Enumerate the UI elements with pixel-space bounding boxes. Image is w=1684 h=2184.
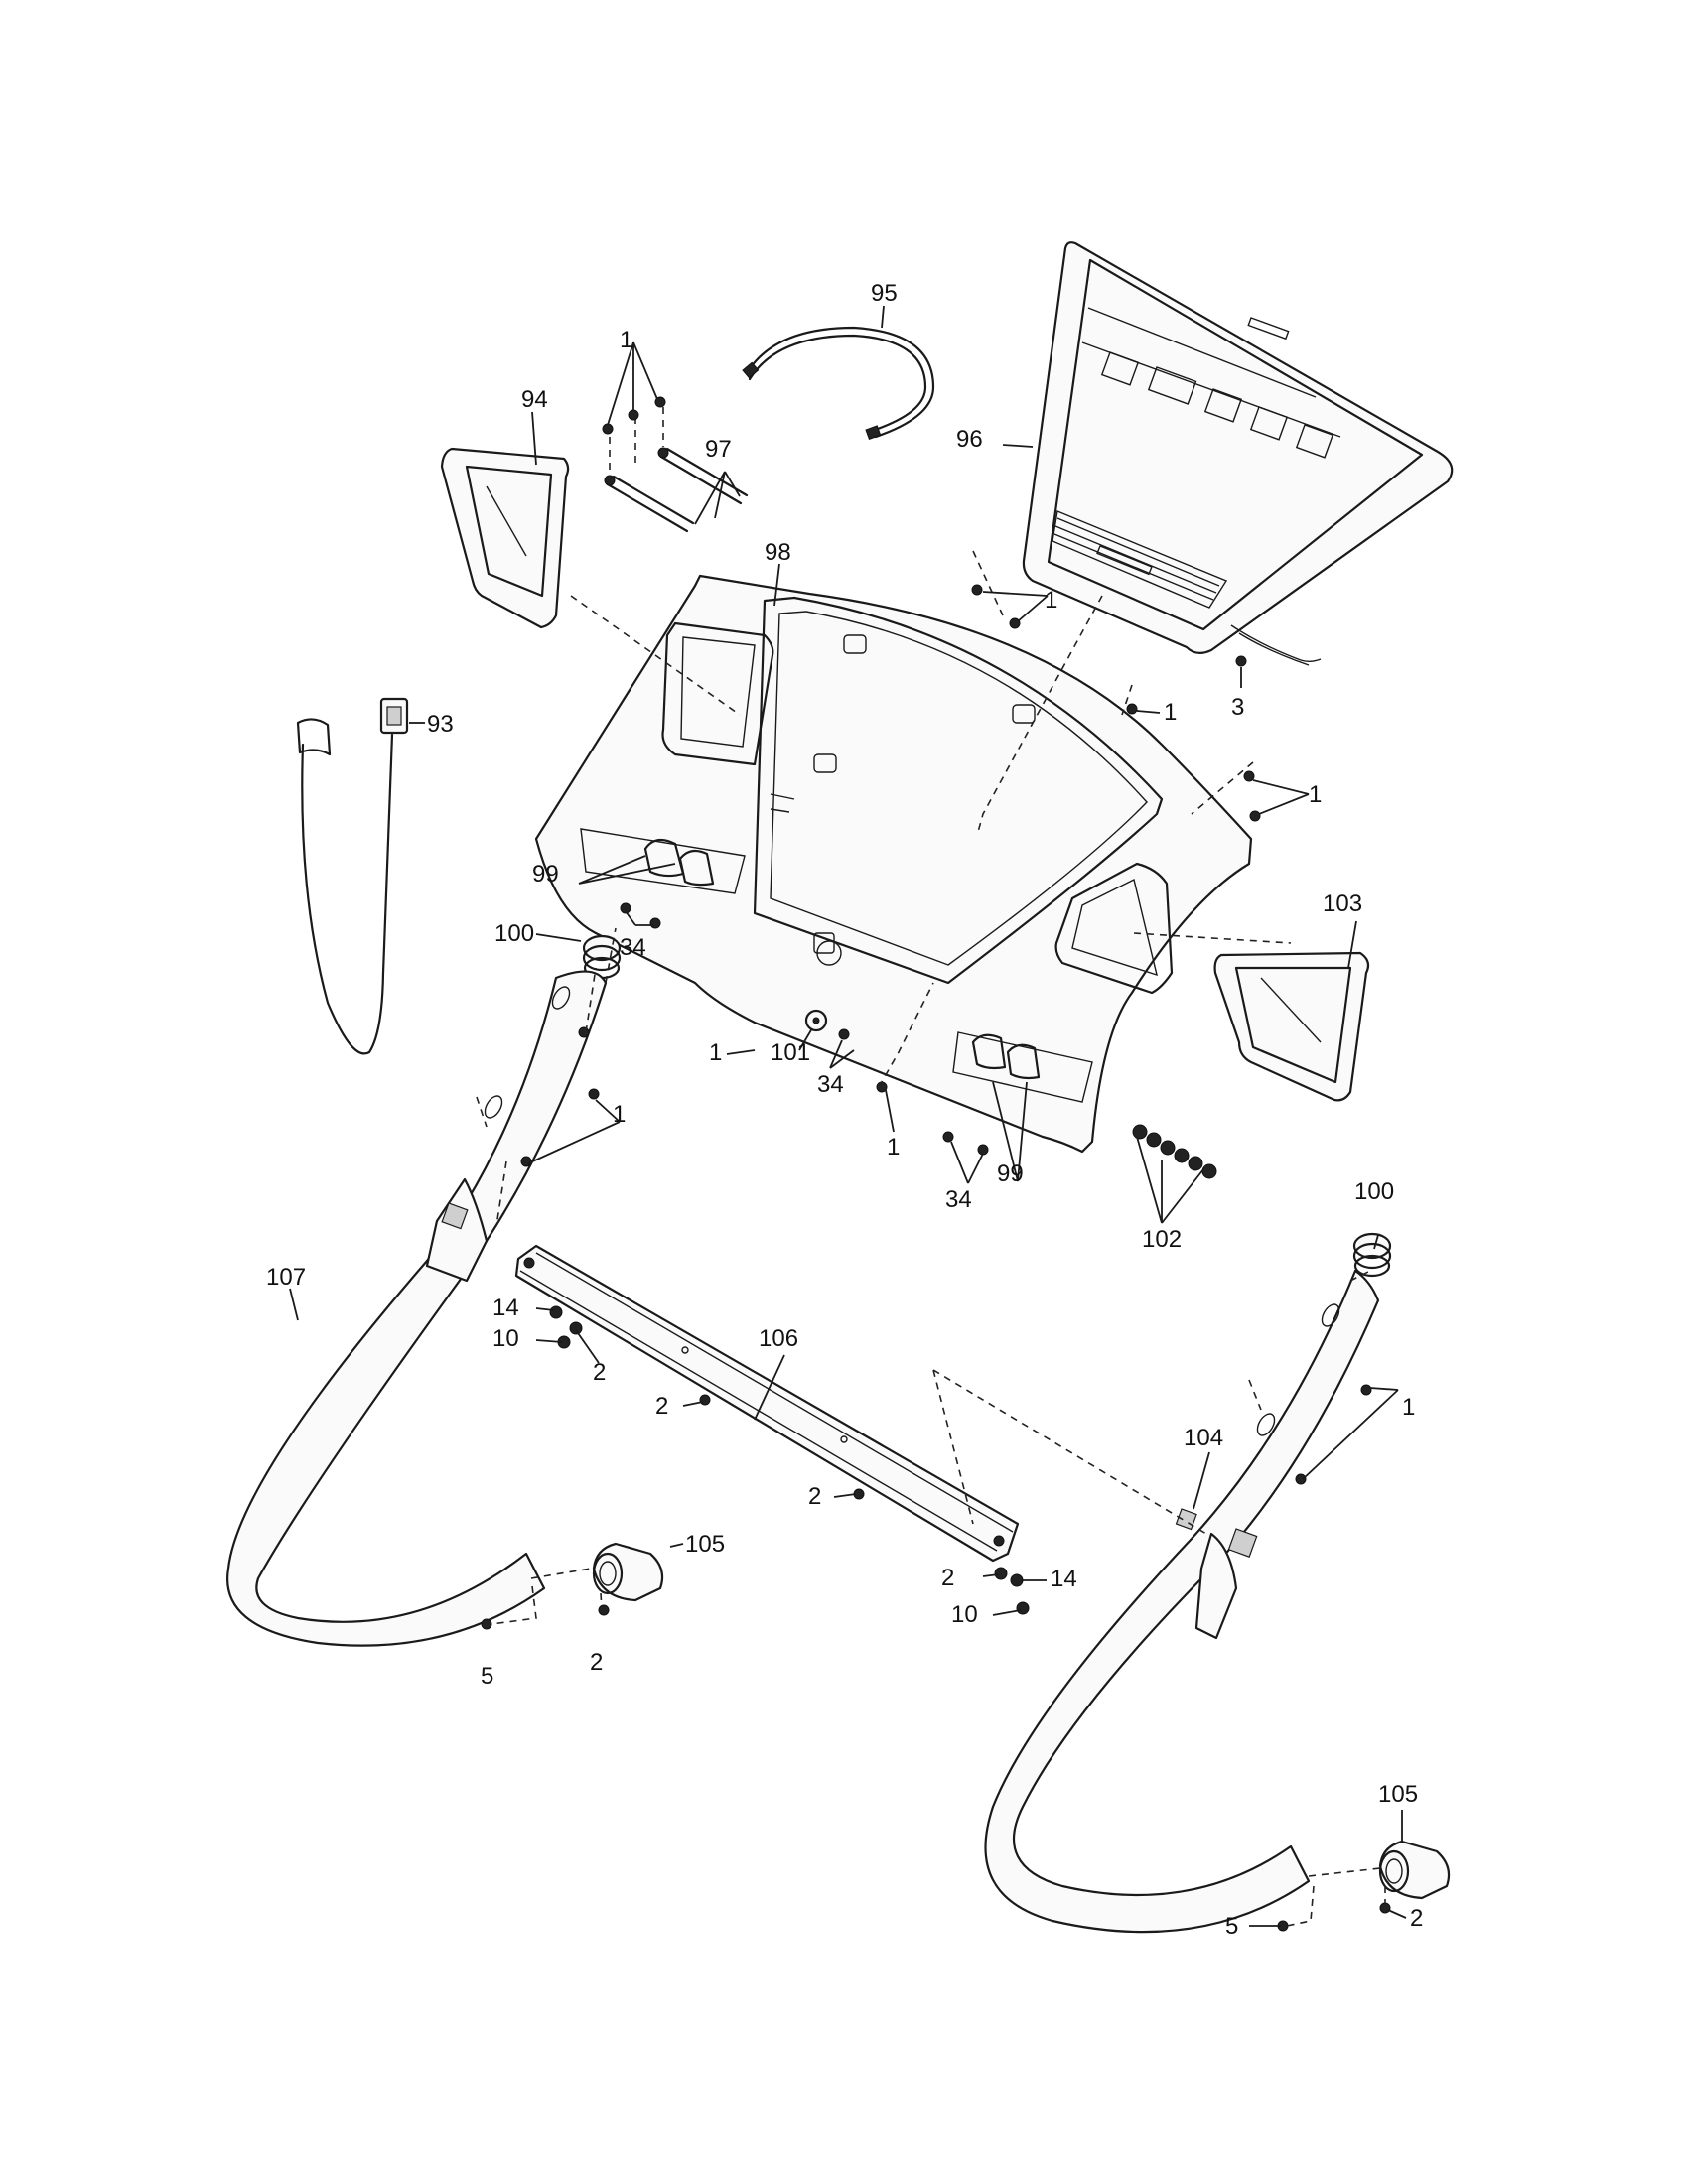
callout-34: 34 <box>620 934 646 961</box>
callout-101: 101 <box>771 1039 810 1066</box>
callout-100: 100 <box>494 920 534 947</box>
callout-103: 103 <box>1323 890 1362 917</box>
callout-1: 1 <box>620 327 632 353</box>
callout-106: 106 <box>759 1325 798 1352</box>
callout-105: 105 <box>685 1531 725 1558</box>
callout-102: 102 <box>1142 1226 1182 1253</box>
callout-14: 14 <box>492 1295 519 1321</box>
callout-2: 2 <box>590 1649 603 1676</box>
left-upright-part-107 <box>226 970 608 1647</box>
callout-1: 1 <box>1045 587 1057 614</box>
end-cap-part-105-right <box>1378 1840 1451 1900</box>
callout-10: 10 <box>951 1601 978 1628</box>
callout-97: 97 <box>705 436 732 463</box>
right-upright-part-104 <box>984 1269 1380 1934</box>
callout-94: 94 <box>521 386 548 413</box>
callout-14: 14 <box>1051 1566 1077 1592</box>
wire-harness-part-95 <box>742 326 935 441</box>
console-shroud-part-98 <box>534 574 1253 1154</box>
callout-96: 96 <box>956 426 983 453</box>
callout-34: 34 <box>945 1186 972 1213</box>
callout-34: 34 <box>817 1071 844 1098</box>
leader-lines <box>289 305 1407 1927</box>
callout-107: 107 <box>266 1264 306 1291</box>
pads-part-99-right <box>971 1033 1041 1080</box>
callout-2: 2 <box>655 1393 668 1420</box>
crossbar-part-106 <box>514 1244 1020 1563</box>
callout-labels: 95 1 94 97 96 98 1 1 3 1 93 99 100 34 10… <box>266 280 1423 1940</box>
callout-93: 93 <box>427 711 454 738</box>
screws-part-102 <box>1132 1124 1217 1179</box>
console-bezel-part-96 <box>1022 241 1454 666</box>
callout-104: 104 <box>1184 1425 1223 1451</box>
callout-3: 3 <box>1231 694 1244 721</box>
callout-1: 1 <box>709 1039 722 1066</box>
end-plug-part-100-right <box>1352 1232 1392 1278</box>
pads-part-99-left <box>643 838 715 887</box>
callout-99: 99 <box>532 861 559 887</box>
callout-1: 1 <box>1402 1394 1415 1421</box>
clip-part-101 <box>804 1009 828 1032</box>
end-cap-part-105-left <box>592 1542 664 1602</box>
callout-98: 98 <box>765 539 791 566</box>
callout-2: 2 <box>808 1483 821 1510</box>
callout-99: 99 <box>997 1160 1024 1187</box>
brackets-part-97 <box>604 407 749 533</box>
callout-1: 1 <box>1309 781 1322 808</box>
assembly-lines <box>476 550 1386 1927</box>
callout-2: 2 <box>593 1359 606 1386</box>
callout-1: 1 <box>613 1101 626 1128</box>
cup-holder-part-94 <box>440 447 570 629</box>
callout-2: 2 <box>1410 1905 1423 1932</box>
callout-100: 100 <box>1354 1178 1394 1205</box>
callout-5: 5 <box>481 1663 493 1690</box>
callout-105: 105 <box>1378 1781 1418 1808</box>
callout-10: 10 <box>492 1325 519 1352</box>
callout-1: 1 <box>1164 699 1177 726</box>
callout-2: 2 <box>941 1565 954 1591</box>
callout-95: 95 <box>871 280 898 307</box>
callout-5: 5 <box>1225 1913 1238 1940</box>
callout-1: 1 <box>887 1134 900 1160</box>
safety-key-cable-part-93 <box>296 697 409 1055</box>
cup-holder-part-103 <box>1213 951 1370 1102</box>
